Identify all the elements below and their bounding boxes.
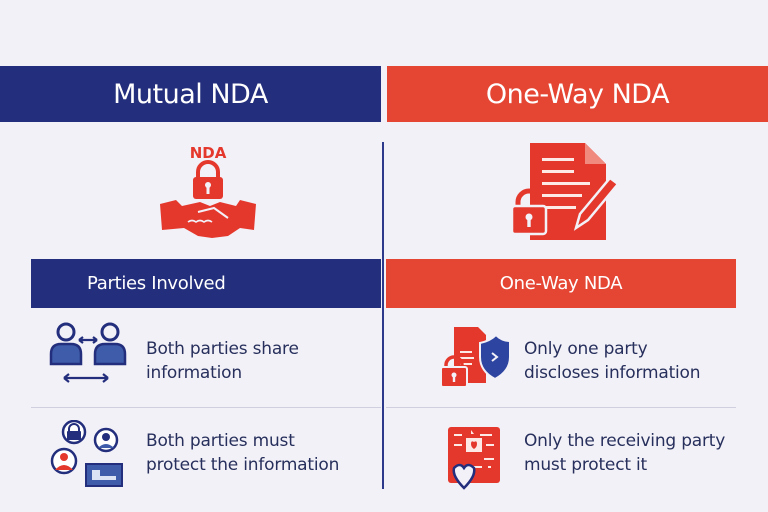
document-heart-shield-icon (440, 426, 506, 492)
one-way-row-1-text: Only one party discloses information (524, 339, 701, 383)
document-shield-lock-icon (440, 325, 512, 389)
nda-label: NDA (190, 144, 227, 162)
parties-involved-title: Parties Involved (87, 273, 226, 294)
mutual-row-2-text: Both parties must protect the informatio… (146, 431, 340, 475)
two-people-exchange-icon (48, 320, 128, 388)
one-way-nda-subtitle: One-Way NDA (499, 273, 623, 294)
people-lock-card-icon (46, 419, 128, 492)
document-lock-pen-icon (510, 138, 630, 246)
mutual-nda-title: Mutual NDA (113, 78, 268, 110)
row-divider-left (31, 407, 381, 408)
mutual-nda-header: Mutual NDA (0, 66, 381, 122)
row-divider-right (386, 407, 736, 408)
column-divider (382, 142, 384, 489)
mutual-row-1-text: Both parties share information (146, 339, 299, 383)
one-way-nda-header: One-Way NDA (387, 66, 768, 122)
one-way-nda-subheader: One-Way NDA (386, 259, 736, 308)
one-way-row-2-text: Only the receiving party must protect it (524, 431, 726, 475)
parties-involved-subheader: Parties Involved (31, 259, 381, 308)
one-way-nda-title: One-Way NDA (485, 78, 670, 110)
nda-handshake-lock-icon: NDA (158, 138, 258, 243)
